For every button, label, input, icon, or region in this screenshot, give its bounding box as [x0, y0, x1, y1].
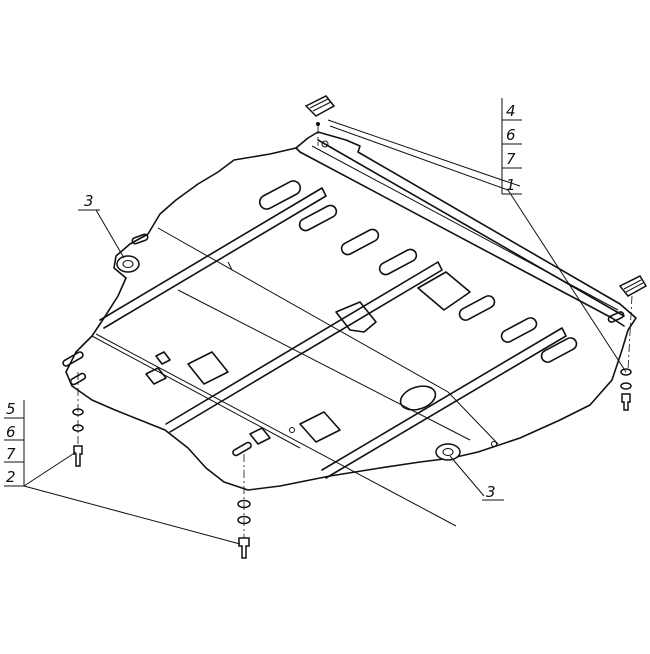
label-left-2: 6 [6, 423, 16, 441]
clip-nut-right [618, 275, 648, 297]
label-right-4: 1 [506, 176, 516, 194]
label-left-4: 2 [6, 468, 16, 486]
label-left-3: 7 [6, 445, 16, 463]
square-cutouts [145, 271, 471, 445]
ventilation-slots [258, 180, 578, 363]
callout-left: 3 [78, 192, 100, 211]
callout-left-label: 3 [84, 192, 94, 210]
hardware [72, 95, 648, 559]
bolt-right [620, 368, 632, 411]
assembly-axes [77, 126, 633, 538]
skid-plate [62, 131, 637, 527]
label-stack-left: 5 6 7 2 [4, 400, 25, 487]
stiffening-ribs [99, 187, 567, 479]
corner-brackets [62, 233, 625, 457]
rear-flange-edge [311, 145, 619, 311]
leader-lines [23, 119, 627, 545]
label-right-2: 6 [506, 126, 516, 144]
bushing-bottom [435, 443, 461, 461]
label-stack-right: 4 6 7 1 [501, 98, 522, 195]
label-right-1: 4 [506, 102, 516, 120]
mounting-holes [289, 140, 497, 447]
callout-bottom: 3 [482, 483, 504, 501]
label-right-3: 7 [506, 150, 516, 168]
bushing-left [116, 255, 140, 273]
center-tab [335, 301, 377, 333]
drain-hole [399, 385, 437, 411]
plate-outline [65, 131, 637, 491]
label-left-1: 5 [6, 400, 16, 418]
panel-fold-lines [91, 227, 499, 527]
rear-flange [295, 139, 625, 327]
clip-nut-top [304, 95, 336, 126]
callout-bottom-label: 3 [486, 483, 496, 501]
